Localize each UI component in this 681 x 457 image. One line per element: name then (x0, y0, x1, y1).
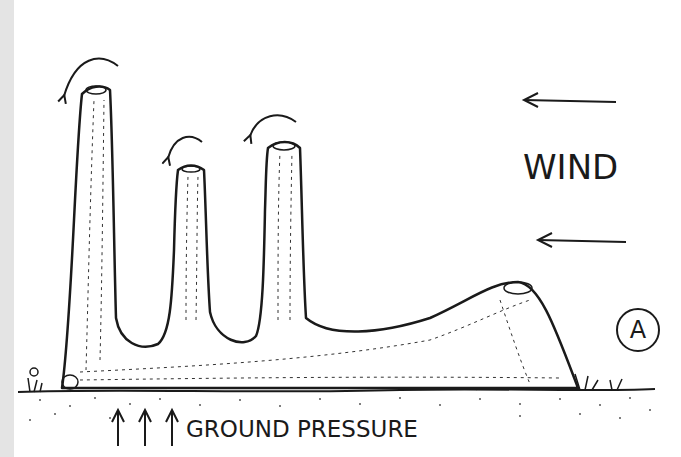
branch-tips (62, 86, 532, 389)
pressure-arrows (112, 410, 178, 446)
ground-line (18, 389, 655, 392)
callout-letter: A (630, 318, 646, 342)
callout-circle: A (616, 308, 660, 352)
bend-arrows (64, 59, 296, 158)
paper-edge (0, 0, 14, 457)
ground-pressure-label: GROUND PRESSURE (186, 418, 418, 441)
cactus-texture (80, 100, 560, 384)
cactus-body (62, 87, 578, 388)
wind-label: WIND (523, 150, 618, 184)
wind-arrows (524, 93, 626, 247)
